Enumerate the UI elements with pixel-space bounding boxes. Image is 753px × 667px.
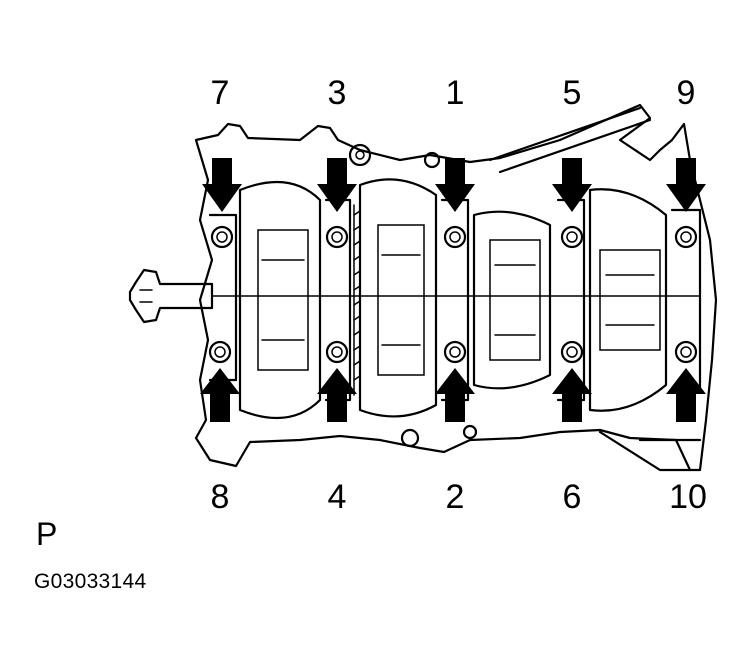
view-letter: P [36,516,58,552]
sequence-number: 8 [211,478,230,516]
arrow-up-icon [435,368,475,422]
sequence-number: 10 [669,478,707,516]
sequence-number: 7 [211,74,230,112]
arrow-down-icon [317,158,357,212]
sequence-number: 2 [446,478,465,516]
sequence-number: 3 [328,74,347,112]
arrow-up-icon [552,368,592,422]
bolt-icon [210,225,234,249]
bolt-icon [325,225,349,249]
bolt-icon [443,340,467,364]
arrow-up-icon [666,368,706,422]
sequence-numbers-bottom: 8 4 2 6 10 [211,478,707,516]
arrow-down-icon [435,158,475,212]
sequence-number: 4 [328,478,347,516]
sequence-number: 6 [563,478,582,516]
sequence-number: 9 [677,74,696,112]
bolts [208,225,698,364]
sequence-number: 5 [563,74,582,112]
arrow-down-icon [666,158,706,212]
sequence-number: 1 [446,74,465,112]
arrow-up-icon [317,368,357,422]
bolt-icon [560,225,584,249]
bolt-icon [325,340,349,364]
bolt-icon [674,340,698,364]
bolt-icon [560,340,584,364]
arrows [200,158,706,422]
arrow-down-icon [552,158,592,212]
arrow-down-icon [202,158,242,212]
bolt-icon [443,225,467,249]
sequence-numbers-top: 7 3 1 5 9 [211,74,696,112]
bolt-icon [208,340,232,364]
arrow-up-icon [200,368,240,422]
bolt-icon [674,225,698,249]
figure-code: G03033144 [34,570,147,593]
